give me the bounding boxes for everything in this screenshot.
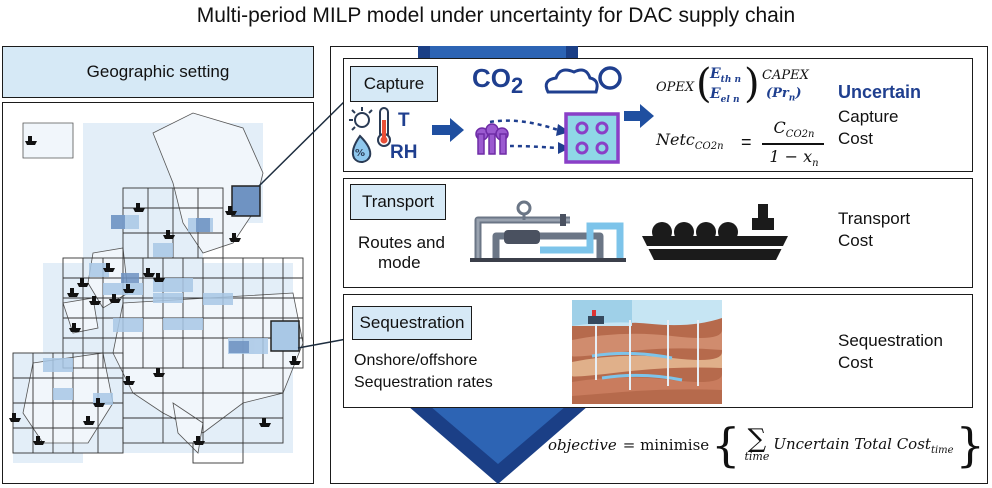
numerator-sub: CO2n	[785, 129, 815, 141]
e-thermal: Eth n	[710, 66, 741, 85]
ship-icon	[642, 204, 788, 260]
netc-text: Netc	[656, 130, 695, 149]
e-electric-sub: el n	[720, 94, 740, 105]
sequestration-desc-line1: Onshore/offshore	[354, 352, 478, 369]
europe-map	[9, 112, 304, 464]
weather-icon: %	[349, 107, 391, 163]
pipeline-icon	[470, 200, 626, 262]
opex-paren-right: )	[744, 61, 760, 107]
fraction-denominator: 1 − xn	[764, 147, 824, 169]
pr-label: (Prn)	[766, 86, 802, 104]
svg-text:%: %	[355, 148, 365, 159]
sequestration-cost-line2: Cost	[838, 353, 873, 372]
e-electric-text: E	[710, 86, 721, 102]
fraction-bar	[762, 143, 824, 145]
numerator-text: C	[773, 118, 786, 137]
brace-right: }	[955, 418, 985, 472]
capture-label-text: Capture	[363, 74, 425, 93]
transport-cost-line2: Cost	[838, 231, 873, 250]
fraction-numerator: CCO2n	[768, 118, 820, 140]
capture-cost-line1: Capture	[838, 107, 899, 126]
objective-term-sub: time	[930, 444, 954, 456]
pr-text: Pr	[772, 86, 789, 101]
pr-sub: n	[788, 93, 796, 104]
objective-term: Uncertain Total Costtime	[773, 435, 953, 456]
capture-label: Capture	[350, 66, 438, 102]
netc-equals: =	[741, 132, 752, 152]
sequestration-zoom-square	[270, 320, 300, 352]
objective-function: objective = minimise { ∑ time Uncertain …	[548, 416, 985, 474]
flow-arrow	[408, 46, 588, 484]
denominator-sub: n	[812, 158, 819, 170]
supply-chain-frame	[330, 46, 988, 484]
geological-storage-icon	[572, 300, 722, 404]
brace-left: {	[711, 418, 741, 472]
geographic-setting-text: Geographic setting	[86, 62, 230, 81]
opex-paren-left: (	[696, 61, 712, 107]
e-thermal-sub: th n	[720, 74, 742, 85]
sum-subscript: time	[744, 450, 770, 463]
netc-label: NetcCO2n	[656, 130, 724, 152]
ship-markers	[9, 136, 301, 445]
capture-zoom-square	[231, 185, 261, 217]
arrow-right-icon-2	[624, 104, 654, 128]
netc-sub: CO2n	[694, 141, 724, 153]
transport-desc-line1: Routes and	[358, 233, 445, 252]
sequestration-label-text: Sequestration	[359, 313, 465, 332]
geographic-setting-label: Geographic setting	[2, 46, 314, 98]
sum-operator: ∑ time	[744, 424, 770, 463]
e-electric: Eel n	[710, 86, 740, 105]
capex-label: CAPEX	[762, 68, 809, 83]
opex-label: OPEX	[656, 80, 695, 95]
denominator-text: 1 − x	[769, 147, 813, 166]
dac-unit-icon	[475, 66, 622, 164]
transport-label: Transport	[350, 184, 446, 220]
capture-cost-line2: Cost	[838, 129, 873, 148]
sequestration-cost-line1: Sequestration	[838, 331, 943, 350]
temperature-label: T	[398, 110, 410, 131]
sequestration-desc-line2: Sequestration rates	[354, 374, 493, 391]
objective-lhs: objective	[548, 436, 617, 454]
objective-eq: = minimise	[622, 436, 710, 454]
europe-map-panel	[2, 102, 314, 484]
uncertain-label: Uncertain	[838, 82, 922, 102]
transport-label-text: Transport	[361, 192, 435, 211]
co2-text: CO	[472, 63, 511, 93]
darker-cells	[111, 215, 249, 353]
sequestration-label: Sequestration	[352, 306, 472, 340]
transport-desc-line2: mode	[378, 253, 421, 272]
objective-term-text: Uncertain Total Cost	[773, 434, 931, 453]
capture-panel	[343, 58, 973, 172]
figure-title: Multi-period MILP model under uncertaint…	[196, 4, 796, 27]
land-outline	[22, 112, 304, 454]
co2-label: CO2	[472, 63, 523, 99]
co2-subscript: 2	[511, 73, 524, 99]
transport-cost-line1: Transport	[838, 209, 911, 228]
sum-symbol: ∑	[747, 424, 767, 454]
arrow-right-icon	[432, 118, 464, 142]
e-thermal-text: E	[710, 66, 721, 82]
relative-humidity-label: RH	[390, 142, 418, 163]
